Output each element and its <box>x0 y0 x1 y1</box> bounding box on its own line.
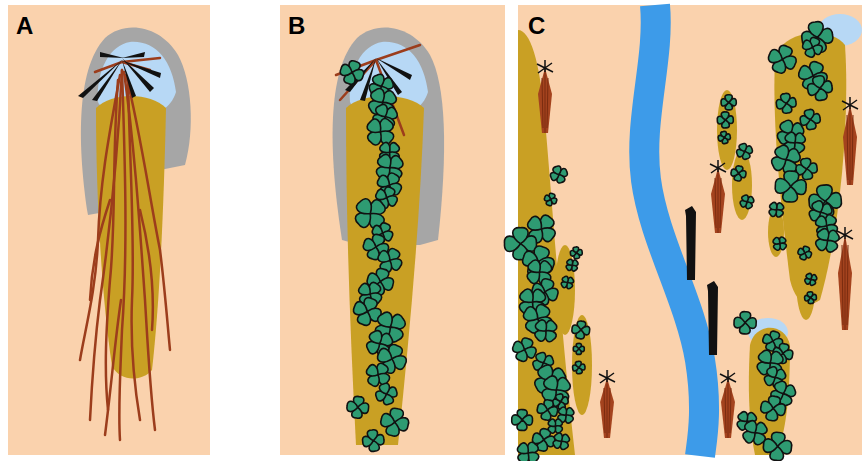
plant-symbol <box>543 192 559 208</box>
plant-symbol <box>765 42 801 78</box>
plant-symbol <box>512 409 533 430</box>
plant-symbol <box>570 246 583 259</box>
plant-symbol <box>762 431 792 461</box>
plant-symbol <box>811 224 845 258</box>
plant-symbol <box>361 429 385 453</box>
panel-ground <box>8 5 210 455</box>
plant-symbol <box>512 437 544 461</box>
plant-symbol <box>770 234 790 254</box>
plant-symbol <box>572 361 586 375</box>
panel-ground <box>280 5 505 455</box>
plant-symbol <box>544 415 566 437</box>
plant-symbol <box>573 343 584 354</box>
plant-symbol <box>717 112 734 129</box>
tree-symbol <box>710 160 726 233</box>
plant-symbol <box>803 271 819 287</box>
plant-symbol <box>738 193 756 211</box>
plant-symbol <box>378 406 411 439</box>
plant-symbol <box>804 291 817 304</box>
plant-symbol <box>734 311 757 334</box>
panel-c-art <box>518 5 862 456</box>
plant-symbol <box>548 164 570 186</box>
snag-symbol <box>685 206 696 280</box>
plant-symbol <box>373 381 399 407</box>
plant-symbol <box>759 394 787 422</box>
panel-label: A <box>16 14 33 38</box>
panel-ground <box>518 5 862 455</box>
plant-symbol <box>571 320 591 340</box>
plant-symbol <box>529 314 562 347</box>
plant-symbol <box>550 430 573 453</box>
plant-symbol <box>563 257 580 274</box>
panel-label: B <box>288 14 305 38</box>
plant-symbol <box>800 34 826 60</box>
tree-symbol <box>599 370 615 438</box>
plant-symbol <box>774 170 807 203</box>
plant-symbol <box>806 74 834 102</box>
plant-symbol <box>346 395 370 419</box>
tree-symbol <box>720 370 736 438</box>
panel-b-art <box>333 28 445 445</box>
tree-symbol <box>842 97 858 185</box>
plant-symbol <box>796 244 813 261</box>
plant-symbol <box>559 274 576 291</box>
tree-symbol <box>537 60 553 133</box>
plant-symbol <box>721 95 736 110</box>
plant-symbol <box>337 58 367 88</box>
snag-symbol <box>707 281 718 355</box>
plant-symbol <box>766 199 788 221</box>
plant-symbol <box>734 141 754 161</box>
plant-symbol <box>775 92 797 114</box>
panel-a-art <box>78 28 191 440</box>
tree-symbol <box>837 227 853 330</box>
panel-label: C <box>528 14 545 38</box>
plant-symbol <box>717 130 731 144</box>
plant-symbol <box>730 165 747 182</box>
